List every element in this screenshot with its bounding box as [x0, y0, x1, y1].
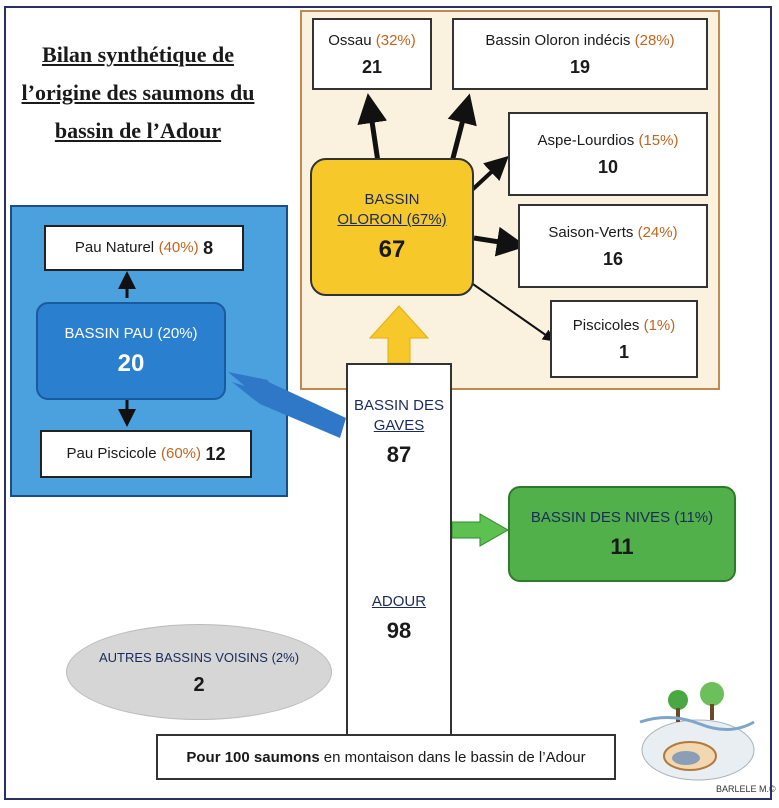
aspe-pct: (15%) — [638, 131, 679, 149]
piscicoles-name: Piscicoles — [572, 316, 640, 334]
nives-label: BASSIN DES NIVES (11%) — [530, 509, 714, 526]
title-line-2: l’origine des saumons du — [21, 80, 255, 105]
oloron-value: 67 — [378, 236, 406, 263]
adour-text: ADOUR 98 — [346, 592, 452, 644]
adour-label: ADOUR — [371, 593, 427, 610]
nives-value: 11 — [610, 534, 634, 559]
gaves-label-1: BASSIN DES — [353, 397, 445, 414]
arrow-oloron-indecis — [447, 93, 477, 163]
box-pau-naturel: Pau Naturel (40%) 8 — [44, 225, 244, 271]
arrow-oloron-ossau — [357, 93, 388, 163]
gaves-text: BASSIN DES GAVES 87 — [346, 396, 452, 468]
ossau-pct: (32%) — [375, 31, 416, 49]
box-pau-piscicole: Pau Piscicole (60%) 12 — [40, 430, 252, 478]
box-bassin-pau: BASSIN PAU (20%) 20 — [36, 302, 226, 400]
saison-name: Saison-Verts — [548, 223, 634, 241]
pau-naturel-pct: (40%) — [158, 239, 199, 256]
pau-label: BASSIN PAU (20%) — [64, 325, 198, 342]
gaves-value: 87 — [386, 442, 412, 467]
diagram-frame — [4, 6, 772, 800]
arrow-gaves-oloron — [368, 305, 430, 364]
indecis-pct: (28%) — [634, 31, 675, 49]
pau-naturel-value: 8 — [203, 237, 214, 258]
adour-value: 98 — [386, 618, 412, 643]
ellipse-autres-bassins: AUTRES BASSINS VOISINS (2%) 2 — [66, 624, 332, 720]
pau-naturel-name: Pau Naturel — [74, 239, 155, 256]
title-line-3: bassin de l’Adour — [54, 118, 222, 143]
saison-pct: (24%) — [637, 223, 678, 241]
title-line-1: Bilan synthétique de — [42, 42, 234, 67]
oloron-label-2: OLORON (67%) — [337, 211, 447, 228]
aspe-name: Aspe-Lourdios — [537, 131, 635, 149]
pau-piscicole-value: 12 — [205, 443, 226, 464]
box-saison-verts: Saison-Verts (24%) 16 — [518, 204, 708, 288]
arrow-gaves-nives — [451, 513, 510, 547]
salmon-illustration-icon — [639, 682, 755, 781]
pau-piscicole-pct: (60%) — [161, 445, 202, 462]
footer-bold: Pour 100 saumons — [186, 748, 320, 766]
aspe-value: 10 — [597, 156, 619, 177]
footer-rest: en montaison dans le bassin de l’Adour — [323, 748, 586, 766]
piscicoles-pct: (1%) — [643, 316, 676, 334]
box-aspe-lourdios: Aspe-Lourdios (15%) 10 — [508, 112, 708, 196]
box-bassin-nives: BASSIN DES NIVES (11%) 11 — [508, 486, 736, 582]
arrow-oloron-aspe — [470, 155, 509, 192]
box-bassin-oloron: BASSIN OLORON (67%) 67 — [310, 158, 474, 296]
gaves-label-2: GAVES — [373, 417, 425, 434]
arrow-oloron-saison — [473, 226, 527, 257]
autres-value: 2 — [193, 673, 205, 696]
arrow-oloron-piscicoles — [469, 281, 555, 342]
oloron-label-1: BASSIN — [364, 191, 420, 208]
box-ossau: Ossau (32%) 21 — [312, 18, 432, 90]
pau-value: 20 — [117, 350, 145, 377]
indecis-value: 19 — [569, 56, 591, 77]
box-piscicoles: Piscicoles (1%) 1 — [550, 300, 698, 378]
signature: BARLELE M.© — [716, 784, 776, 794]
footer-caption: Pour 100 saumons en montaison dans le ba… — [156, 734, 616, 780]
saison-value: 16 — [602, 248, 624, 269]
ossau-name: Ossau — [328, 31, 372, 49]
box-oloron-indecis: Bassin Oloron indécis (28%) 19 — [452, 18, 708, 90]
pau-piscicole-name: Pau Piscicole — [66, 445, 157, 462]
indecis-name: Bassin Oloron indécis — [485, 31, 631, 49]
ossau-value: 21 — [361, 56, 383, 77]
diagram-title: Bilan synthétique de l’origine des saumo… — [18, 36, 258, 150]
autres-label: AUTRES BASSINS VOISINS (2%) — [98, 649, 300, 665]
piscicoles-value: 1 — [618, 341, 629, 362]
